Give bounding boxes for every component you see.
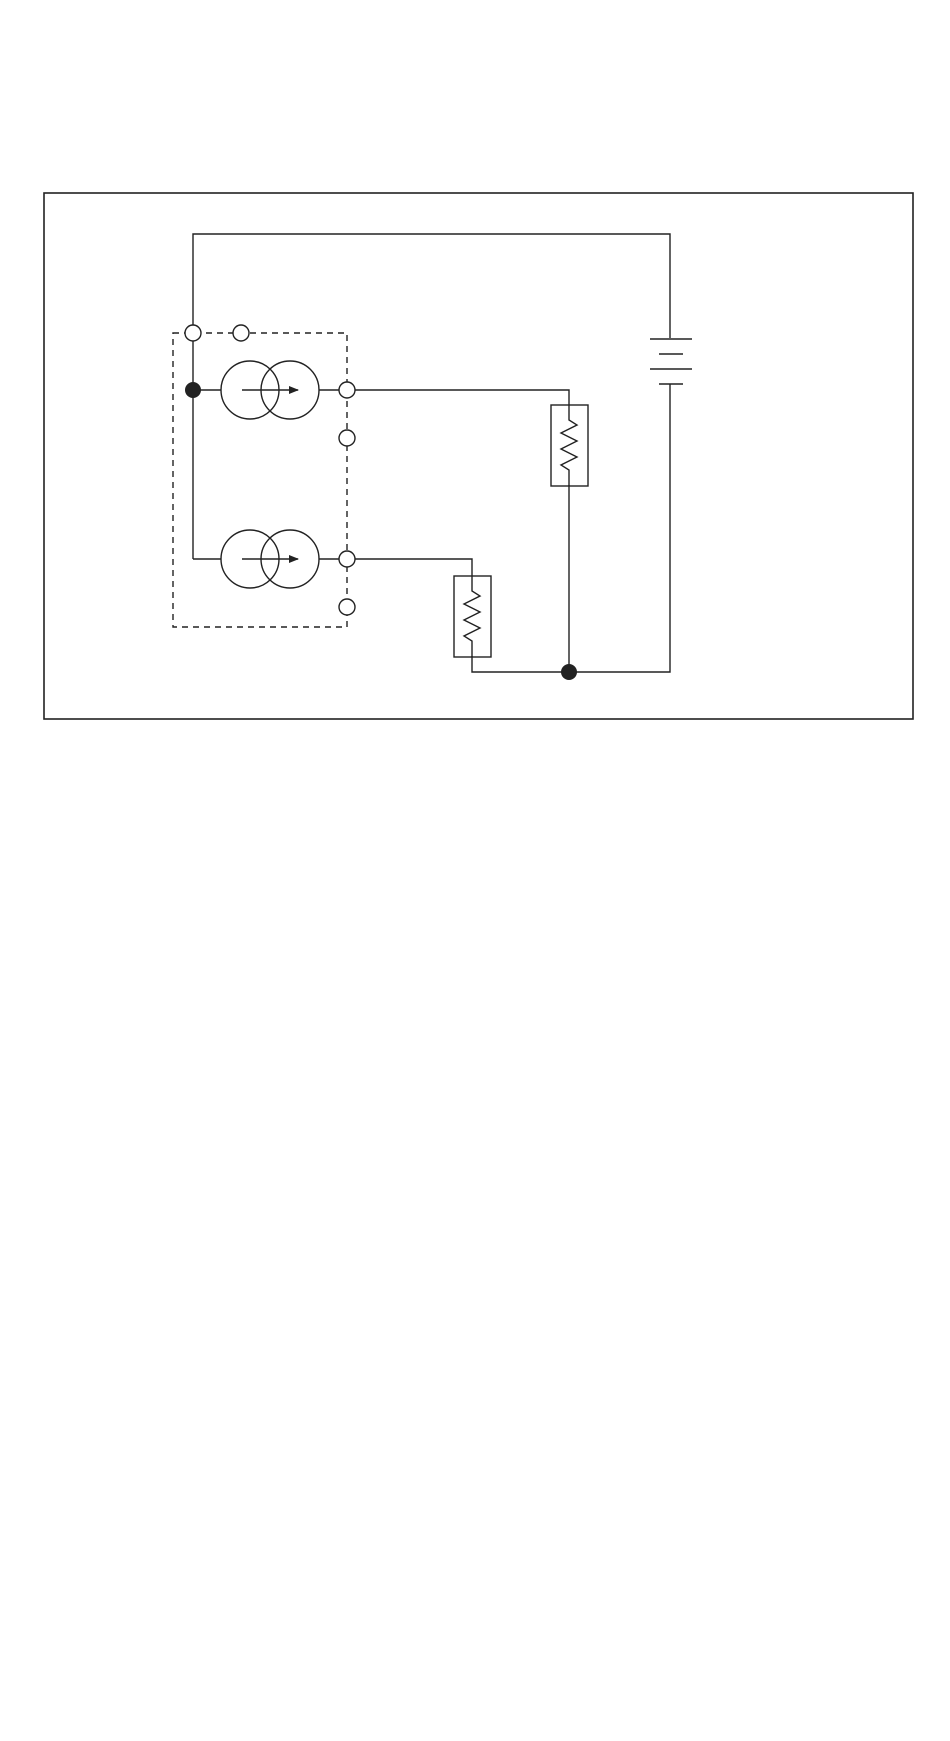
battery-symbol <box>650 339 692 384</box>
junction-node-left <box>185 382 201 398</box>
resistor-lower <box>454 576 491 657</box>
wire-bottom-return <box>472 384 670 672</box>
terminal-top-middle <box>233 325 249 341</box>
module-enclosure <box>173 333 347 627</box>
resistor-right <box>551 405 588 486</box>
transformer-top <box>221 361 319 419</box>
terminal-top-left <box>185 325 201 341</box>
terminal-right-2 <box>339 430 355 446</box>
terminal-right-4 <box>339 599 355 615</box>
transformer-bottom <box>221 530 319 588</box>
wires <box>193 234 670 672</box>
wire-top-loop <box>193 234 670 338</box>
junction-node-bottom <box>561 664 577 680</box>
terminal-right-1 <box>339 382 355 398</box>
terminal-right-3 <box>339 551 355 567</box>
wire-to-resistor-lower <box>355 559 472 576</box>
diagram-frame <box>44 193 913 719</box>
wire-to-resistor-right <box>355 390 569 405</box>
